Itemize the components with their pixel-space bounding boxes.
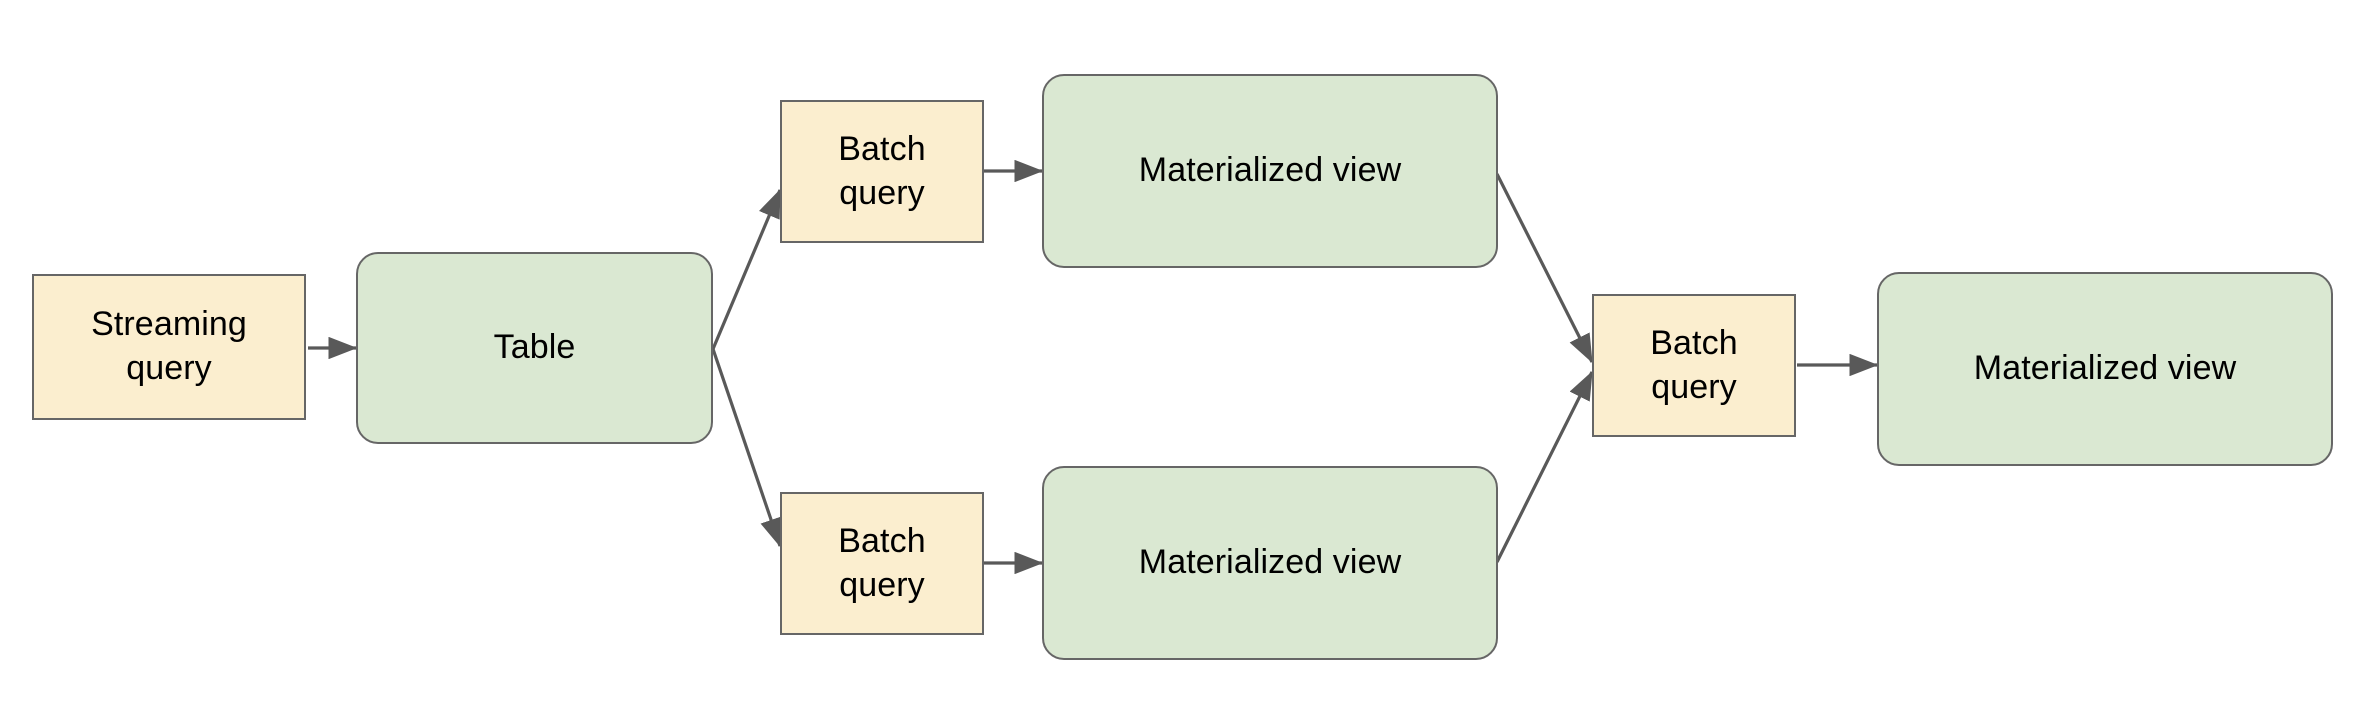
node-streaming-query[interactable]: Streaming query [32, 274, 306, 420]
node-label-table: Table [493, 328, 576, 367]
edge-mv-top-to-batch-join [1495, 173, 1594, 364]
node-table[interactable]: Table [356, 252, 713, 444]
node-label-materialized-view-bottom: Materialized view [1138, 543, 1402, 582]
edge-table-to-batch-top [711, 188, 782, 350]
edge-table-to-batch-bottom [711, 348, 782, 548]
edge-mv-bottom-to-batch-join [1495, 370, 1594, 563]
node-label-batch-query-join: Batch query [1650, 323, 1738, 406]
node-batch-query-join[interactable]: Batch query [1592, 294, 1796, 437]
node-label-batch-query-top: Batch query [838, 129, 926, 212]
node-materialized-view-final[interactable]: Materialized view [1877, 272, 2333, 466]
node-batch-query-top[interactable]: Batch query [780, 100, 984, 243]
node-materialized-view-bottom[interactable]: Materialized view [1042, 466, 1498, 660]
node-materialized-view-top[interactable]: Materialized view [1042, 74, 1498, 268]
node-batch-query-bottom[interactable]: Batch query [780, 492, 984, 635]
node-label-batch-query-bottom: Batch query [838, 521, 926, 604]
node-label-materialized-view-final: Materialized view [1973, 349, 2237, 388]
node-label-materialized-view-top: Materialized view [1138, 151, 1402, 190]
node-label-streaming-query: Streaming query [91, 305, 247, 387]
